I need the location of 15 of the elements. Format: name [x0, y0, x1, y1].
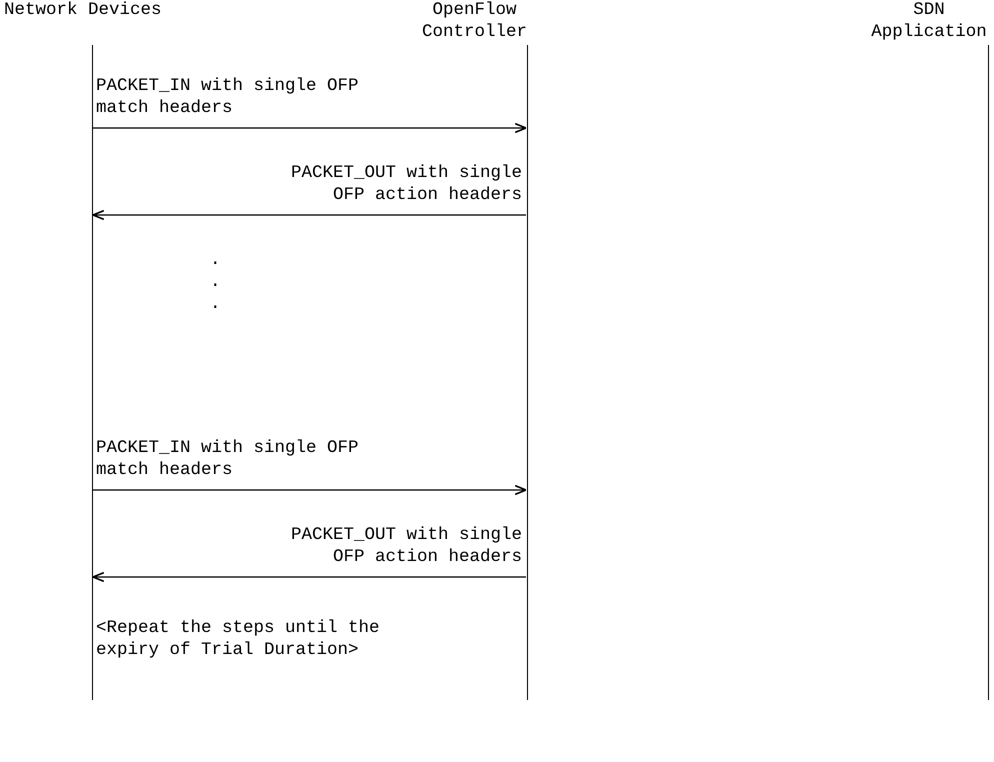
participant-name: SDN Application [870, 0, 988, 44]
arrow [92, 572, 526, 582]
ellipsis-dot: . [210, 272, 221, 294]
arrow [93, 122, 527, 134]
participant-name: Network Devices [4, 0, 163, 22]
edge-label: PACKET_OUT with single OFP action headers [290, 525, 522, 568]
arrow [92, 210, 526, 220]
ellipsis-dot: . [210, 250, 221, 272]
edge-label: PACKET_IN with single OFP match headers [96, 76, 360, 120]
edge-label: PACKET_IN with single OFP match headers [96, 438, 360, 482]
edge-label: PACKET_OUT with single OFP action headers [290, 163, 522, 206]
note-text: <Repeat the steps until the expiry of Trial Duration> [96, 618, 381, 662]
ellipsis-dot: . [210, 294, 221, 316]
participant-name: OpenFlow Controller [421, 0, 528, 44]
arrow [93, 484, 527, 496]
